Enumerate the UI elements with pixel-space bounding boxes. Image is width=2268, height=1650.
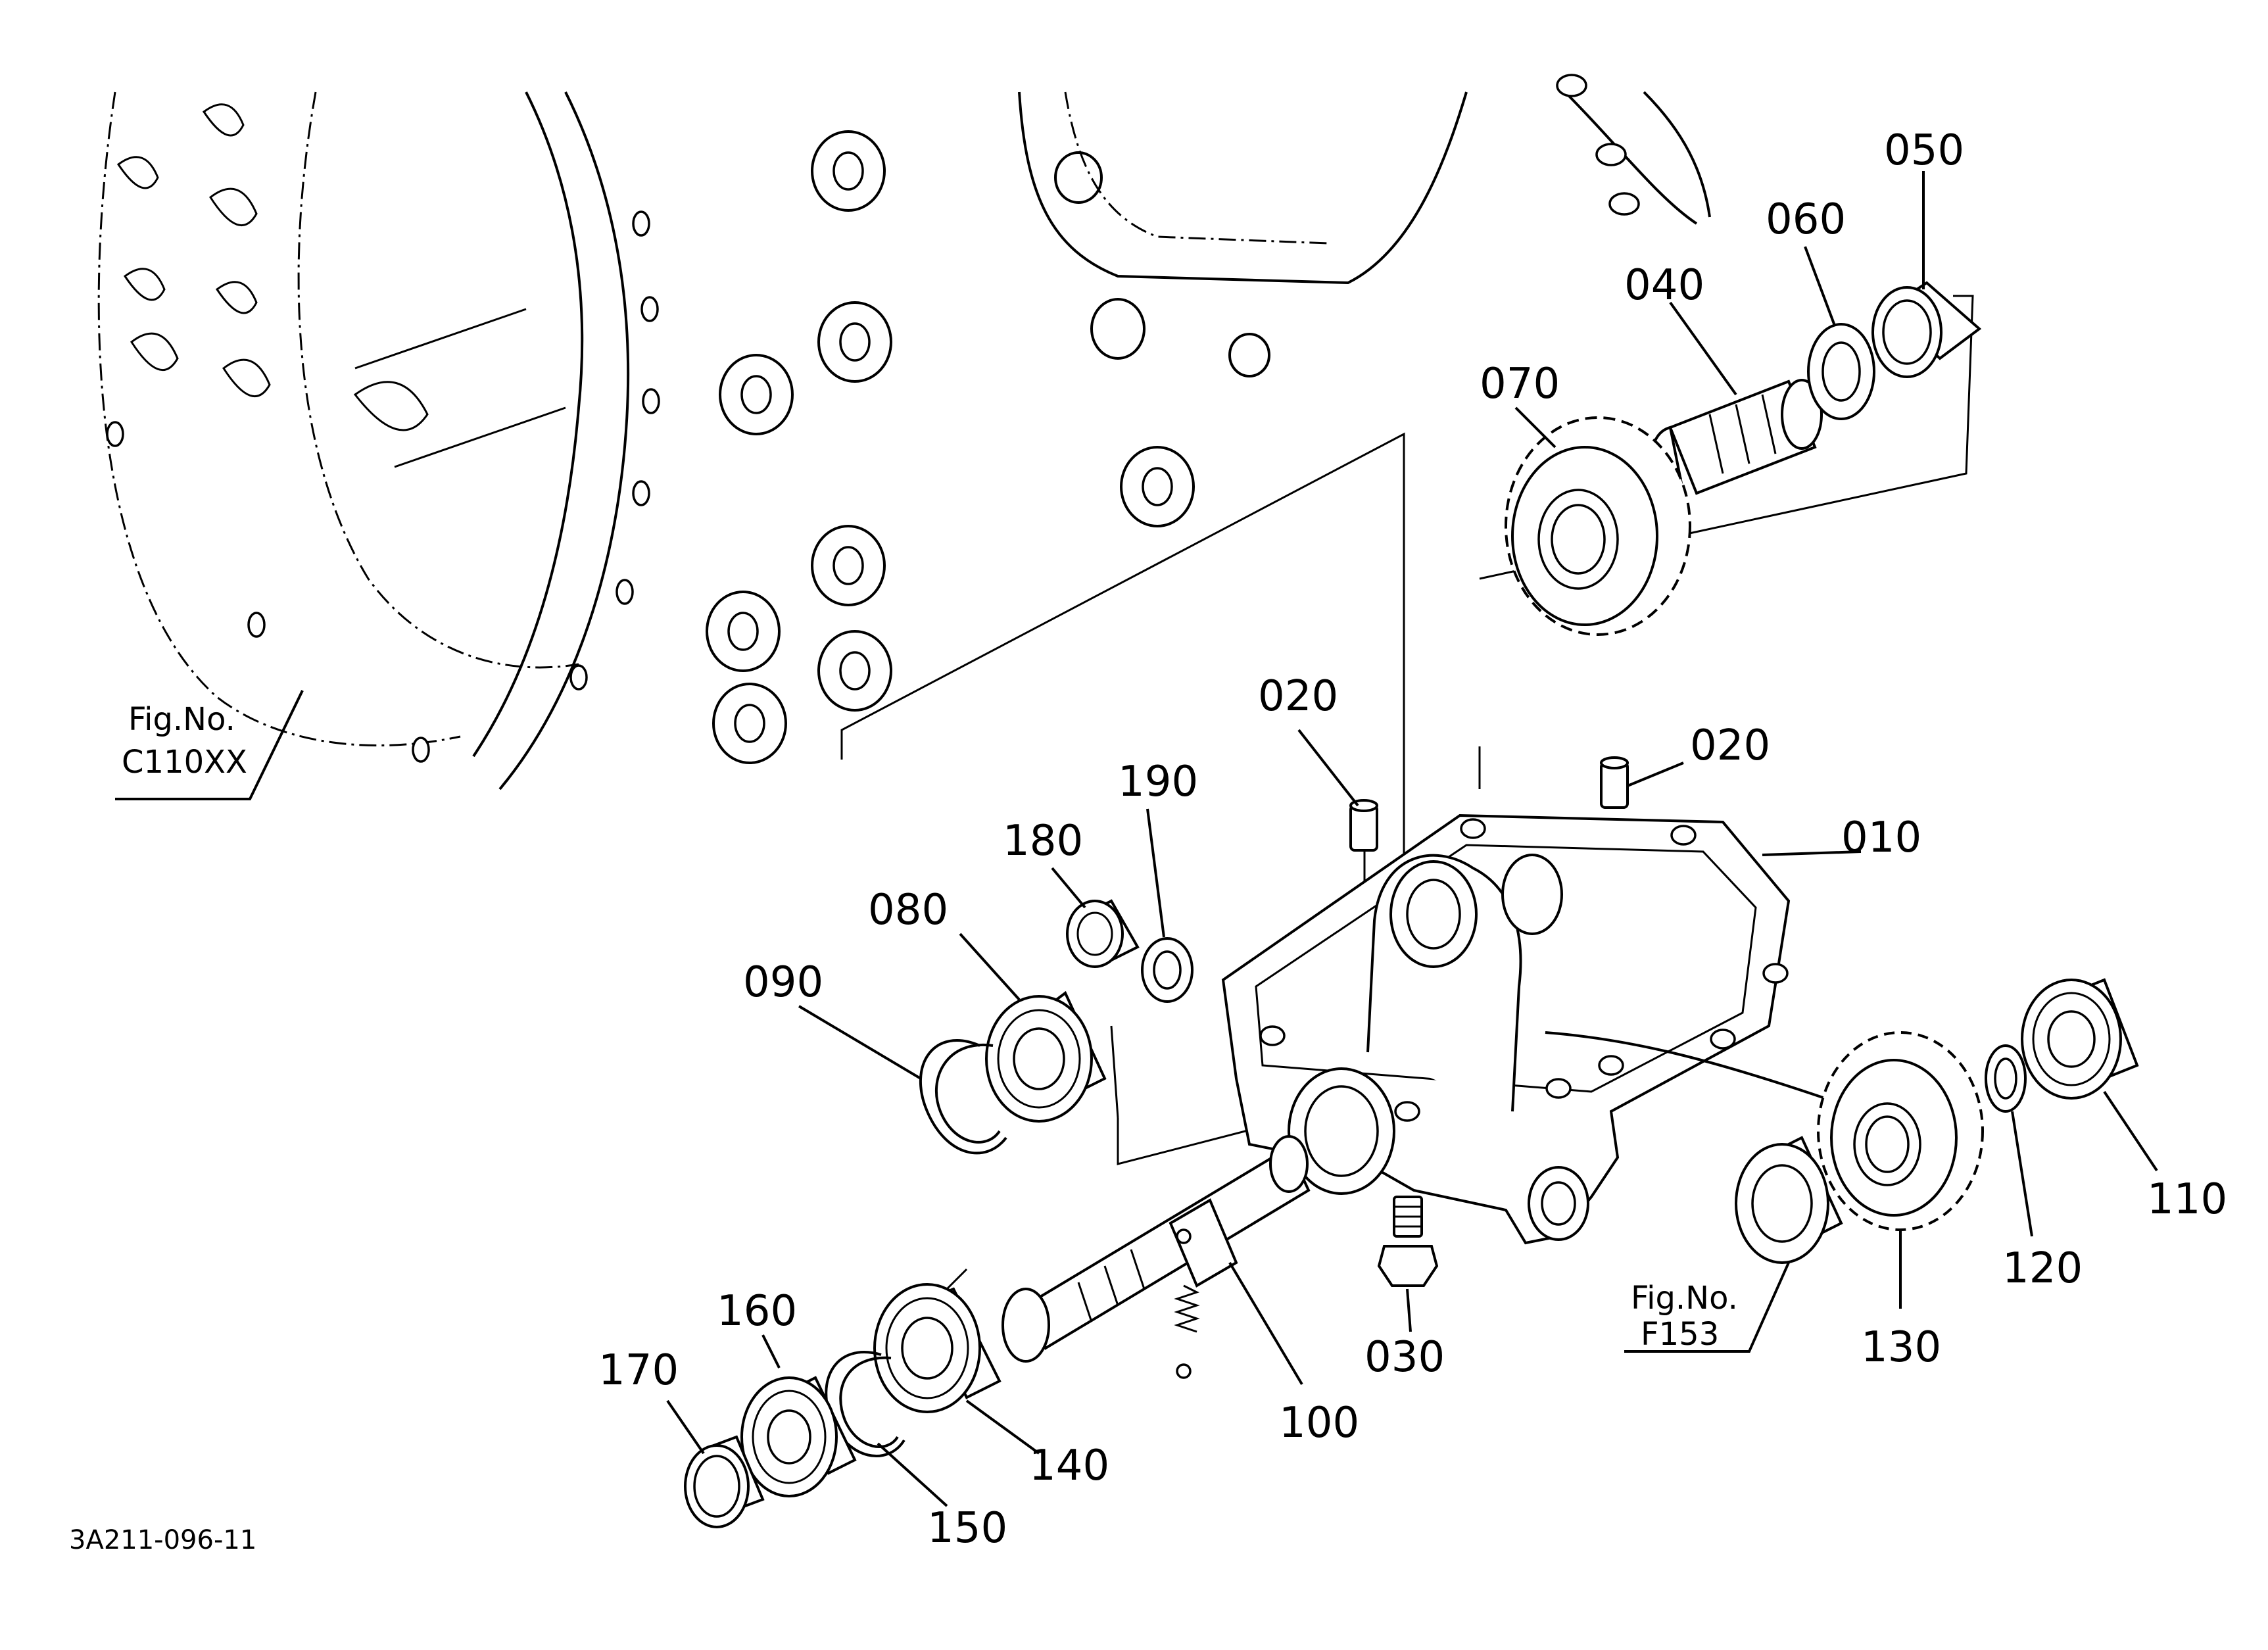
label-170[interactable]: 170 — [598, 1346, 679, 1395]
reference-f153-line1: Fig.No. — [1631, 1280, 1738, 1317]
part-020-dowel-pin-b[interactable] — [1600, 756, 1629, 809]
part-labels: 010 020 020 030 040 050 060 070 080 090 … — [598, 126, 2227, 1553]
part-190-washer[interactable] — [1141, 937, 1194, 1003]
part-130-gear[interactable] — [1817, 1031, 1984, 1231]
label-140[interactable]: 140 — [1029, 1442, 1109, 1490]
diagram-code: 3A211-096-11 — [69, 1525, 256, 1555]
part-090-snap-ring[interactable] — [919, 1039, 1007, 1155]
part-170-bushing[interactable] — [684, 1435, 765, 1528]
label-020b[interactable]: 020 — [1690, 721, 1770, 770]
label-110[interactable]: 110 — [2147, 1175, 2227, 1224]
label-070[interactable]: 070 — [1480, 360, 1560, 408]
label-150[interactable]: 150 — [927, 1504, 1007, 1553]
label-130[interactable]: 130 — [1861, 1323, 1941, 1372]
part-020-dowel-pin-a[interactable] — [1349, 799, 1378, 852]
part-120-collar[interactable] — [1985, 1044, 2027, 1113]
reference-f153-assembly — [1735, 1136, 1843, 1264]
part-060-thrust-washer[interactable] — [1807, 323, 1875, 420]
label-030[interactable]: 030 — [1364, 1333, 1445, 1382]
label-020a[interactable]: 020 — [1258, 672, 1338, 721]
part-030-drain-plug[interactable] — [1377, 1196, 1439, 1287]
part-100-main-shaft[interactable] — [1001, 1135, 1311, 1379]
label-050[interactable]: 050 — [1884, 126, 1964, 175]
part-110-ball-bearing[interactable] — [2021, 978, 2139, 1100]
part-070-gear[interactable] — [1505, 416, 1691, 636]
reference-c110xx-line1: Fig.No. — [128, 701, 235, 738]
reference-f153-line2: F153 — [1641, 1316, 1719, 1353]
reference-c110xx-line2: C110XX — [122, 744, 247, 781]
transmission-case-outline — [97, 74, 1711, 790]
label-180[interactable]: 180 — [1003, 817, 1083, 865]
reference-f153[interactable]: Fig.No. F153 — [1631, 1280, 1738, 1353]
label-010[interactable]: 010 — [1841, 813, 1921, 862]
part-160-ball-bearing[interactable] — [740, 1376, 857, 1497]
label-040[interactable]: 040 — [1624, 261, 1704, 310]
label-090[interactable]: 090 — [743, 958, 823, 1007]
leader-lines — [115, 171, 2158, 1507]
label-190[interactable]: 190 — [1118, 758, 1198, 806]
part-010-housing[interactable] — [1221, 813, 1835, 1245]
part-180-plug[interactable] — [1066, 899, 1140, 968]
part-140-ball-bearing[interactable] — [873, 1283, 1001, 1413]
label-120[interactable]: 120 — [2002, 1244, 2083, 1293]
label-100[interactable]: 100 — [1279, 1399, 1359, 1447]
part-080-ball-bearing[interactable] — [985, 990, 1107, 1123]
part-050-needle-bearing[interactable] — [1871, 281, 1982, 378]
reference-c110xx[interactable]: Fig.No. C110XX — [122, 701, 247, 781]
label-060[interactable]: 060 — [1766, 195, 1846, 244]
label-080[interactable]: 080 — [868, 886, 948, 934]
label-160[interactable]: 160 — [717, 1287, 797, 1336]
